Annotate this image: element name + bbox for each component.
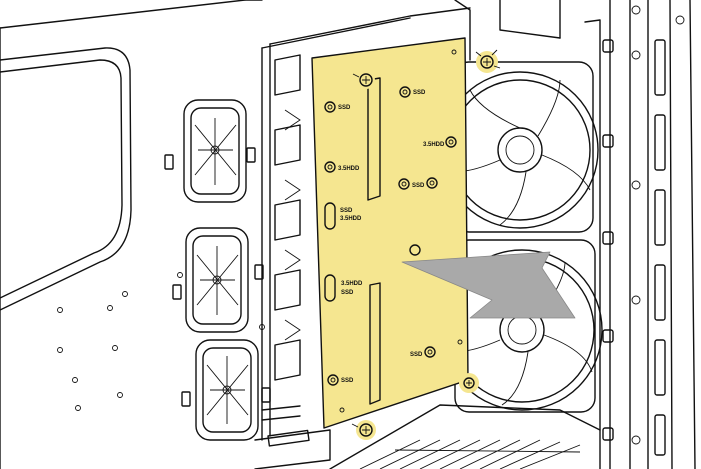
label-ssd: SSD xyxy=(412,183,425,189)
thumbscrew-bottom-right xyxy=(459,373,479,393)
drive-mounting-plate: SSD SSD 3.5HDD 3.5HDD SSD SSD 3.5HDD 3.5… xyxy=(311,37,469,429)
label-ssd: SSD xyxy=(338,105,351,111)
label-ssd: SSD xyxy=(341,290,354,296)
mounting-holes xyxy=(57,272,265,411)
thumbscrew-top-left xyxy=(352,71,375,89)
right-case-wall xyxy=(454,0,696,469)
thumbscrew-bottom-left xyxy=(351,420,376,440)
label-ssd: SSD xyxy=(413,90,426,96)
label-ssd: SSD xyxy=(410,352,423,358)
side-panel xyxy=(0,0,263,469)
plate-standoffs xyxy=(324,49,463,413)
vent-cutout-bottom xyxy=(195,339,259,441)
label-ssd: SSD xyxy=(340,208,353,214)
thumbscrew-top-right xyxy=(475,49,501,73)
vent-cutout-top xyxy=(183,99,247,203)
label-hdd: 3.5HDD xyxy=(338,166,360,172)
drive-cage-frame xyxy=(254,7,471,469)
label-hdd: 3.5HDD xyxy=(340,216,362,222)
label-hdd: 3.5HDD xyxy=(341,281,363,287)
plate-panel xyxy=(311,37,469,429)
label-ssd: SSD xyxy=(341,378,354,384)
label-hdd: 3.5HDD xyxy=(423,142,445,148)
slide-direction-arrow xyxy=(401,251,576,319)
panel-clips xyxy=(164,147,271,407)
vent-cutout-middle xyxy=(185,227,249,333)
